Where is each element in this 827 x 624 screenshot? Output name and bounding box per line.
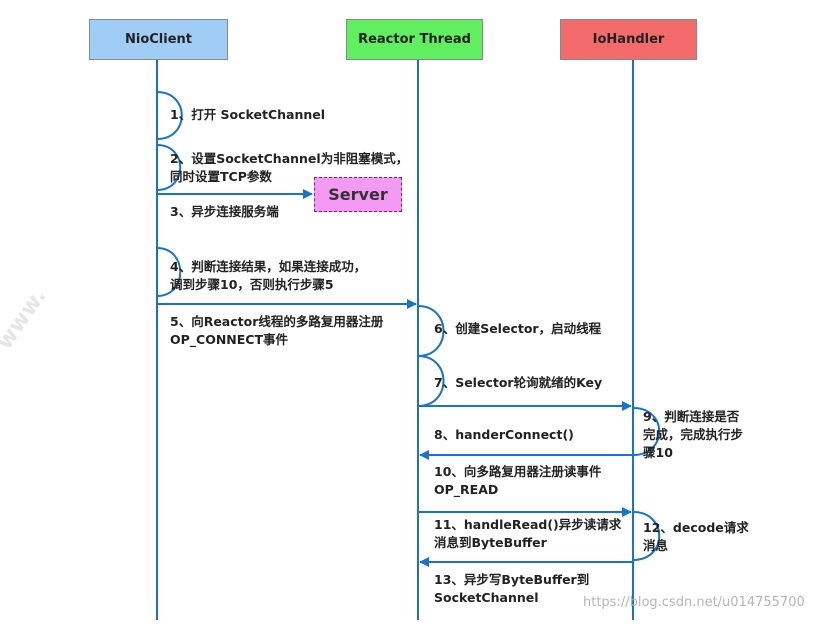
server-box: Server xyxy=(314,177,402,212)
self-loop-2 xyxy=(156,144,182,191)
actor-reactor-thread: Reactor Thread xyxy=(346,19,483,60)
self-loop-7 xyxy=(417,355,445,407)
self-loop-6 xyxy=(417,305,445,357)
step-8-label: 8、handerConnect() xyxy=(434,427,574,442)
step-13-label: 13、异步写ByteBuffer到 SocketChannel xyxy=(434,572,590,605)
step-7-label: 7、Selector轮询就绪的Key xyxy=(434,375,603,390)
self-loop-4 xyxy=(156,247,182,297)
step-3-label: 3、异步连接服务端 xyxy=(170,204,279,219)
actor-io-handler: IoHandler xyxy=(560,19,697,60)
actor-nio-client: NioClient xyxy=(89,19,228,60)
step-12-label: 12、decode请求 消息 xyxy=(643,520,749,553)
step-10-label: 10、向多路复用器注册读事件 OP_READ xyxy=(434,464,602,497)
self-loop-9 xyxy=(632,407,661,456)
step-9-label: 9、判断连接是否 完成，完成执行步 骤10 xyxy=(643,409,744,460)
step-2-label: 2、设置SocketChannel为非阻塞模式， 同时设置TCP参数 xyxy=(170,151,409,184)
step-5-label: 5、向Reactor线程的多路复用器注册 OP_CONNECT事件 xyxy=(170,314,384,347)
step-1-label: 1、打开 SocketChannel xyxy=(170,107,326,122)
step-6-label: 6、创建Selector，启动线程 xyxy=(434,321,602,336)
step-4-label: 4、判断连接结果，如果连接成功， 调到步骤10，否则执行步骤5 xyxy=(170,259,367,292)
step-11-label: 11、handleRead()异步读请求 消息到ByteBuffer xyxy=(434,517,622,550)
watermark-url: https://blog.csdn.net/u014755700 xyxy=(583,595,805,610)
self-loop-1 xyxy=(156,91,183,140)
self-loop-12 xyxy=(632,511,661,561)
